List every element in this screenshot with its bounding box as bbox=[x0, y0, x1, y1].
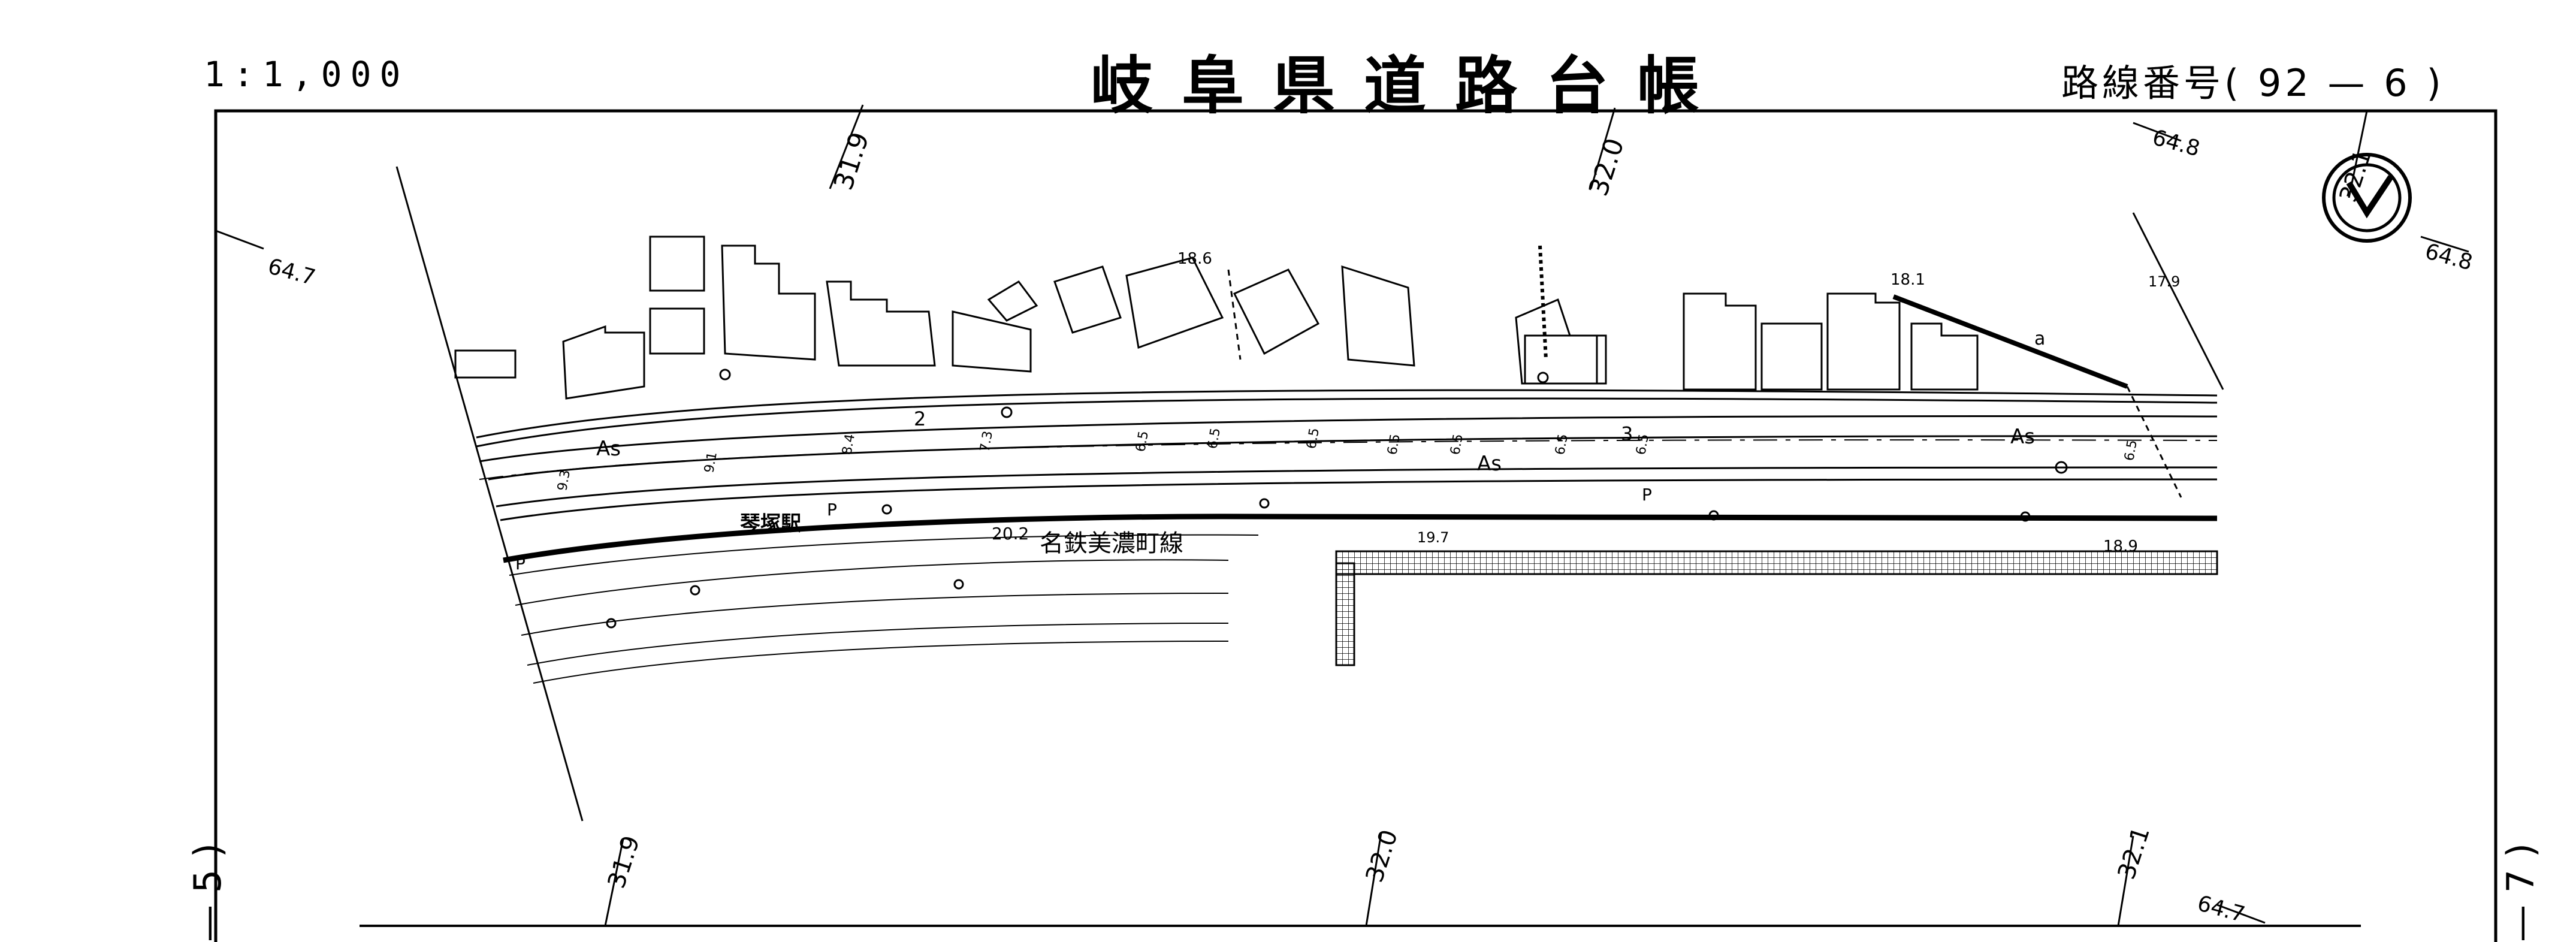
railway-line bbox=[503, 514, 2218, 563]
width-6-5-h: 6.5 bbox=[2122, 439, 2140, 462]
distance-mark-32-1-top: 32.1 bbox=[2335, 146, 2377, 206]
retaining-wall-vertical bbox=[1335, 562, 1355, 666]
misc-label-a: a bbox=[2034, 328, 2045, 349]
route-number: 路線番号( 92 — 6 ) bbox=[2061, 53, 2445, 107]
elevation-18-9: 18.9 bbox=[2103, 538, 2138, 555]
surface-label-3: As bbox=[2010, 425, 2035, 449]
retaining-wall-horizontal bbox=[1335, 550, 2218, 575]
road-edges bbox=[476, 389, 2218, 521]
elevation-18-6: 18.6 bbox=[1177, 250, 1212, 268]
coordinate-mark-64-7-left: 64.7 bbox=[265, 254, 318, 290]
width-6-5-e: 6.5 bbox=[1448, 433, 1466, 456]
elevation-20-2: 20.2 bbox=[992, 524, 1029, 544]
surface-label-1: As bbox=[596, 437, 621, 461]
width-6-5-f: 6.5 bbox=[1553, 433, 1571, 456]
parking-label-2: P bbox=[1642, 485, 1652, 505]
width-8-4: 8.4 bbox=[839, 433, 858, 456]
distance-mark-31-9-top: 31.9 bbox=[828, 128, 875, 194]
elevation-18-1: 18.1 bbox=[1891, 271, 1925, 289]
width-6-5-b: 6.5 bbox=[1205, 427, 1224, 450]
width-6-5-d: 6.5 bbox=[1385, 433, 1403, 456]
width-6-5-c: 6.5 bbox=[1304, 427, 1322, 450]
coordinate-mark-64-8-right: 64.8 bbox=[2423, 239, 2475, 275]
width-6-5-g: 6.5 bbox=[1633, 433, 1652, 456]
section-number-3: 3 bbox=[1621, 422, 1633, 445]
width-6-5-a: 6.5 bbox=[1133, 430, 1152, 453]
buildings bbox=[454, 236, 1979, 400]
distance-mark-32-1-bottom: 32.1 bbox=[2113, 823, 2155, 883]
coordinate-mark-64-8-top: 64.8 bbox=[2150, 125, 2203, 161]
road-centerline bbox=[479, 439, 2218, 480]
left-cut-line bbox=[395, 166, 584, 822]
route-number-value: 92 bbox=[2257, 61, 2312, 105]
section-number-2: 2 bbox=[914, 407, 926, 430]
elevation-19-7: 19.7 bbox=[1417, 529, 1449, 546]
surface-label-2: As bbox=[1477, 452, 1502, 476]
parking-label-3: P bbox=[515, 554, 526, 573]
pole-symbols bbox=[606, 369, 2068, 629]
elevation-17-9: 17.9 bbox=[2148, 273, 2180, 290]
parking-label-1: P bbox=[827, 500, 837, 520]
north-arrow-outer bbox=[2322, 153, 2412, 243]
north-arrow-mark bbox=[2346, 175, 2394, 219]
railway-label: 名鉄美濃町線 bbox=[1040, 530, 1183, 557]
map-frame bbox=[214, 109, 2498, 942]
width-7-3: 7.3 bbox=[977, 430, 996, 453]
coordinate-mark-64-7-bottom: 64.7 bbox=[2195, 891, 2248, 927]
north-arrow-inner bbox=[2332, 163, 2402, 233]
right-cut-line bbox=[2132, 212, 2224, 390]
width-9-3: 9.3 bbox=[555, 469, 573, 492]
distance-mark-32-0-bottom: 32.0 bbox=[1361, 826, 1403, 886]
station-label: 琴塚駅 bbox=[740, 512, 801, 536]
distance-mark-32-0-top: 32.0 bbox=[1583, 134, 1630, 200]
route-section: 6 bbox=[2384, 61, 2411, 105]
chainage-ticks bbox=[215, 104, 2469, 926]
route-label: 路線番号( bbox=[2061, 61, 2243, 105]
scale-label: 1:1,000 bbox=[204, 54, 409, 95]
route-dash: — bbox=[2327, 61, 2369, 105]
width-9-1: 9.1 bbox=[702, 451, 720, 474]
route-close: ) bbox=[2426, 61, 2445, 105]
lower-curves bbox=[515, 559, 1229, 684]
distance-mark-31-9-bottom: 31.9 bbox=[603, 832, 645, 892]
